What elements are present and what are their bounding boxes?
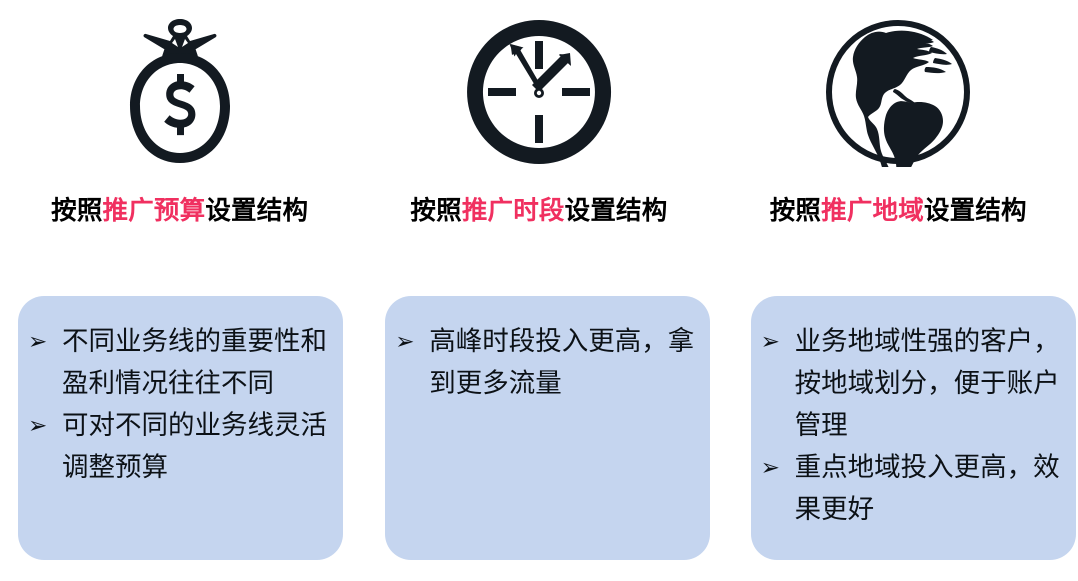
list-item: ➢ 重点地域投入更高，效果更好: [761, 446, 1060, 530]
bullet-list-region: ➢ 业务地域性强的客户，按地域划分，便于账户管理 ➢ 重点地域投入更高，效果更好: [761, 320, 1060, 530]
bullet-list-budget: ➢ 不同业务线的重要性和盈利情况往往不同 ➢ 可对不同的业务线灵活调整预算: [28, 320, 327, 488]
arrow-bullet-icon: ➢: [760, 328, 780, 354]
page-title-region: 按照推广地域设置结构: [770, 197, 1027, 225]
bullet-list-time: ➢ 高峰时段投入更高，拿到更多流量: [395, 320, 694, 404]
card-time: ➢ 高峰时段投入更高，拿到更多流量: [385, 296, 711, 560]
heading-prefix: 按照: [769, 197, 822, 225]
globe-icon: [818, 14, 978, 169]
clock-icon: [459, 14, 619, 169]
arrow-bullet-icon: ➢: [760, 454, 780, 480]
list-item-text: 重点地域投入更高，效果更好: [794, 452, 1060, 524]
heading-suffix: 设置结构: [205, 197, 309, 225]
money-bag-icon: [100, 14, 260, 169]
heading-suffix: 设置结构: [564, 197, 668, 225]
heading-accent: 推广时段: [461, 197, 565, 225]
column-budget: 按照推广预算设置结构 ➢ 不同业务线的重要性和盈利情况往往不同 ➢ 可对不同的业…: [0, 0, 359, 581]
card-budget: ➢ 不同业务线的重要性和盈利情况往往不同 ➢ 可对不同的业务线灵活调整预算: [18, 296, 343, 560]
list-item: ➢ 高峰时段投入更高，拿到更多流量: [395, 320, 694, 404]
heading-accent: 推广预算: [102, 197, 206, 225]
list-item: ➢ 业务地域性强的客户，按地域划分，便于账户管理: [761, 320, 1060, 446]
column-region: 按照推广地域设置结构 ➢ 业务地域性强的客户，按地域划分，便于账户管理 ➢ 重点…: [719, 0, 1078, 581]
heading-prefix: 按照: [410, 197, 462, 225]
list-item-text: 业务地域性强的客户，按地域划分，便于账户管理: [794, 326, 1060, 440]
card-region: ➢ 业务地域性强的客户，按地域划分，便于账户管理 ➢ 重点地域投入更高，效果更好: [750, 296, 1076, 560]
list-item-text: 不同业务线的重要性和盈利情况往往不同: [62, 326, 327, 398]
list-item-text: 可对不同的业务线灵活调整预算: [62, 410, 327, 482]
heading-prefix: 按照: [51, 197, 103, 225]
list-item: ➢ 可对不同的业务线灵活调整预算: [28, 404, 327, 488]
page-title-time: 按照推广时段设置结构: [410, 197, 667, 225]
list-item: ➢ 不同业务线的重要性和盈利情况往往不同: [28, 320, 327, 404]
arrow-bullet-icon: ➢: [395, 328, 415, 354]
arrow-bullet-icon: ➢: [28, 412, 48, 438]
heading-suffix: 设置结构: [923, 197, 1027, 225]
column-time: 按照推广时段设置结构 ➢ 高峰时段投入更高，拿到更多流量: [359, 0, 718, 581]
list-item-text: 高峰时段投入更高，拿到更多流量: [429, 326, 695, 398]
page-title-budget: 按照推广预算设置结构: [51, 197, 308, 225]
arrow-bullet-icon: ➢: [28, 328, 48, 354]
heading-accent: 推广地域: [821, 197, 924, 225]
